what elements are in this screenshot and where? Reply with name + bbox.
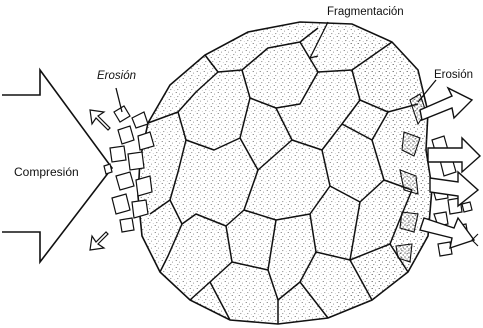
erosion-label-left: Erosión [97,69,136,83]
erosion-arrow-up-left [90,110,110,130]
agglomerate-sphere [138,22,440,324]
erosion-arrow-down-left [90,232,108,250]
erosion-arrow-right-1 [420,88,472,120]
compression-label: Compresión [14,165,79,179]
erosion-label-right: Erosión [434,68,473,82]
fragmentation-label: Fragmentación [327,5,404,19]
